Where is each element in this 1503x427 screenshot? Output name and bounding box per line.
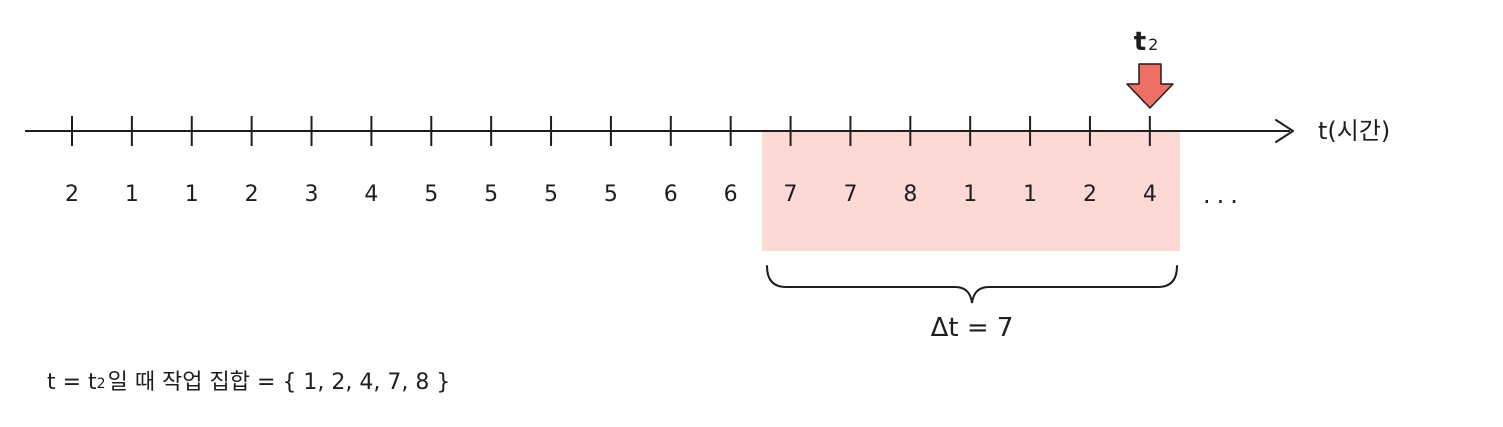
- time-axis-label: t(시간): [1318, 117, 1390, 145]
- reference-value: 7: [784, 182, 798, 207]
- reference-value: 1: [1023, 182, 1037, 207]
- reference-value: 5: [484, 182, 498, 207]
- continuation-ellipsis: ...: [1203, 181, 1244, 209]
- reference-value: 4: [364, 182, 378, 207]
- reference-value: 6: [664, 182, 678, 207]
- reference-value: 5: [424, 182, 438, 207]
- reference-value: 4: [1143, 182, 1157, 207]
- reference-value: 2: [245, 182, 259, 207]
- reference-value: 2: [65, 182, 79, 207]
- reference-value: 3: [305, 182, 319, 207]
- reference-value: 6: [724, 182, 738, 207]
- working-set-caption: t = t2일 때 작업 집합 = { 1, 2, 4, 7, 8 }: [47, 370, 450, 395]
- reference-value: 8: [903, 182, 917, 207]
- reference-string-labels: 2 1 1 2 3 4 5 5 5 5 6 6 7 7 8 1 1 2 4: [65, 182, 1157, 207]
- reference-value: 5: [604, 182, 618, 207]
- reference-value: 5: [544, 182, 558, 207]
- working-set-window-highlight: [762, 130, 1180, 251]
- reference-value: 7: [843, 182, 857, 207]
- time-axis-ticks: [71, 116, 1151, 146]
- reference-value: 1: [185, 182, 199, 207]
- window-size-label: Δt = 7: [931, 313, 1014, 343]
- time-axis-arrowhead: [1275, 119, 1294, 143]
- down-arrow-icon: [1126, 63, 1174, 109]
- reference-value: 2: [1083, 182, 1097, 207]
- window-brace: [766, 265, 1178, 304]
- reference-value: 1: [963, 182, 977, 207]
- reference-value: 1: [125, 182, 139, 207]
